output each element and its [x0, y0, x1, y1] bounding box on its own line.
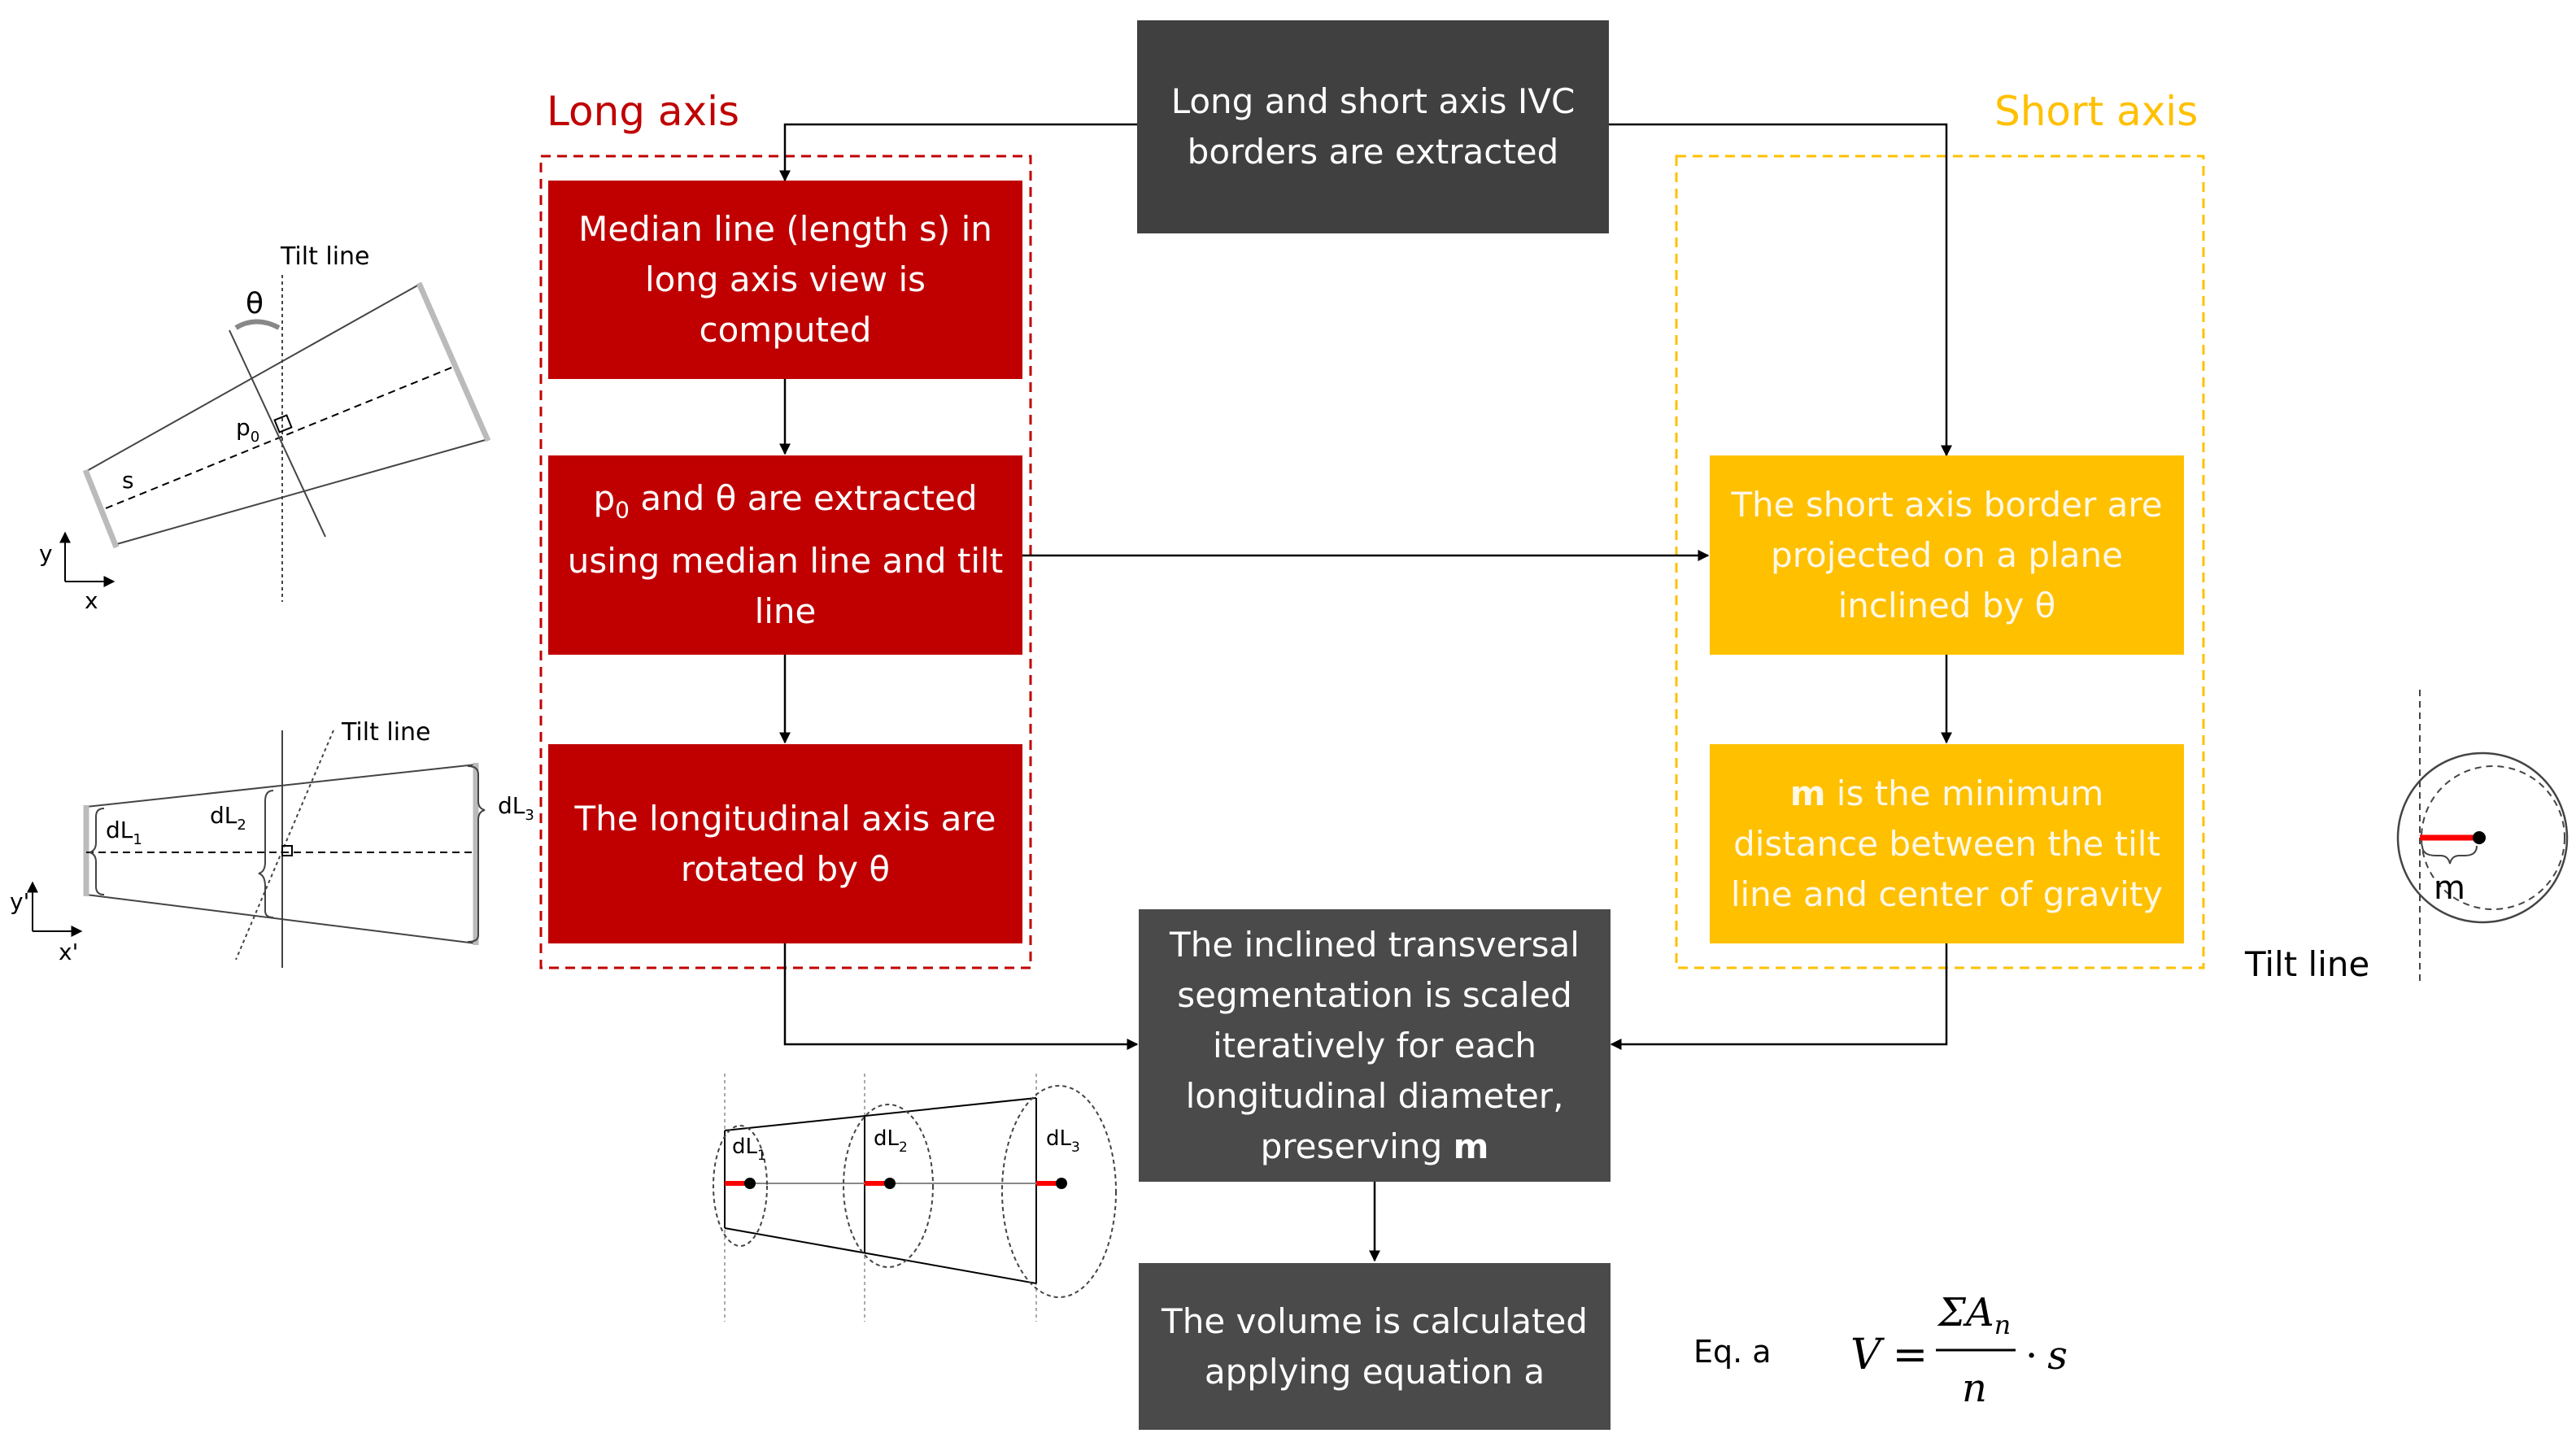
p0-theta-text: p0 and θ are extracted using median line… [567, 478, 1004, 631]
median-line-text: Median line (length s) in long axis view… [578, 209, 992, 350]
equation-a: Eq. a V= ΣAn n ·s [1693, 1290, 2068, 1411]
figure-cross-section-m: m Tilt line [2244, 690, 2569, 986]
arrow-extract-to-project [1609, 123, 1952, 457]
short-axis-group-frame [1675, 155, 2205, 969]
short-axis-title: Short axis [1994, 88, 2199, 135]
fig2-axis-x-label: x' [59, 939, 78, 965]
connectors [779, 123, 1952, 1262]
extract-borders-text: Long and short axis IVC borders are extr… [1170, 81, 1576, 172]
project-border-text: The short axis border are projected on a… [1731, 484, 2163, 625]
fig3-dl2-label: dL2 [874, 1126, 908, 1156]
fig2-dl1-label: dL1 [106, 817, 142, 848]
fig1-p0-label: p0 [236, 414, 259, 446]
median-line-box: Median line (length s) in long axis view… [548, 181, 1022, 379]
figure-tilted-tube: Tilt line θ p0 s y x [39, 242, 491, 614]
volume-text: The volume is calculated applying equati… [1162, 1300, 1588, 1392]
svg-text:V=: V= [1850, 1331, 1928, 1379]
fig4-m-label: m [2434, 869, 2465, 907]
minimum-distance-text: m is the minimum distance between the ti… [1730, 773, 2164, 914]
equation-label: Eq. a [1693, 1334, 1772, 1370]
long-axis-title: Long axis [547, 88, 740, 135]
arrow-extract-to-median [779, 123, 1137, 182]
figure-rotated-tube: Tilt line dL1 dL2 dL3 y' x' [10, 718, 534, 968]
fig1-axis-x-label: x [85, 587, 98, 614]
fig3-dl1-label: dL1 [732, 1135, 766, 1164]
minimum-distance-box: m is the minimum distance between the ti… [1710, 744, 2184, 943]
scale-segmentation-text: The inclined transversal segmentation is… [1170, 924, 1580, 1166]
fig1-axis-y-label: y [39, 540, 53, 567]
fig2-dl2-label: dL2 [210, 802, 246, 834]
fig4-tilt-line-label: Tilt line [2244, 944, 2369, 984]
scale-segmentation-box: The inclined transversal segmentation is… [1139, 909, 1611, 1182]
fig1-theta-label: θ [246, 287, 264, 320]
figure-scaled-sections: dL1 dL2 dL3 [713, 1074, 1117, 1322]
p0-theta-box: p0 and θ are extracted using median line… [548, 455, 1022, 655]
project-border-box: The short axis border are projected on a… [1710, 455, 2184, 655]
rotate-axis-text: The longitudinal axis are rotated by θ [574, 798, 996, 889]
rotate-axis-box: The longitudinal axis are rotated by θ [548, 744, 1022, 943]
arrow-rotate-to-scale [783, 943, 1139, 1050]
fig2-tilt-line-label: Tilt line [341, 718, 431, 747]
svg-text:n: n [1962, 1366, 1987, 1411]
fig1-tilt-line-label: Tilt line [280, 242, 370, 271]
fig2-axis-y-label: y' [10, 888, 29, 915]
fig2-dl3-label: dL3 [498, 792, 534, 824]
extract-borders-box: Long and short axis IVC borders are extr… [1137, 20, 1609, 233]
svg-text:ΣAn: ΣAn [1937, 1290, 2011, 1340]
svg-text:·s: ·s [2025, 1333, 2068, 1379]
volume-box: The volume is calculated applying equati… [1139, 1263, 1611, 1430]
fig1-s-label: s [122, 467, 134, 494]
arrow-m-to-scale [1610, 943, 1948, 1050]
fig3-dl3-label: dL3 [1046, 1126, 1080, 1156]
